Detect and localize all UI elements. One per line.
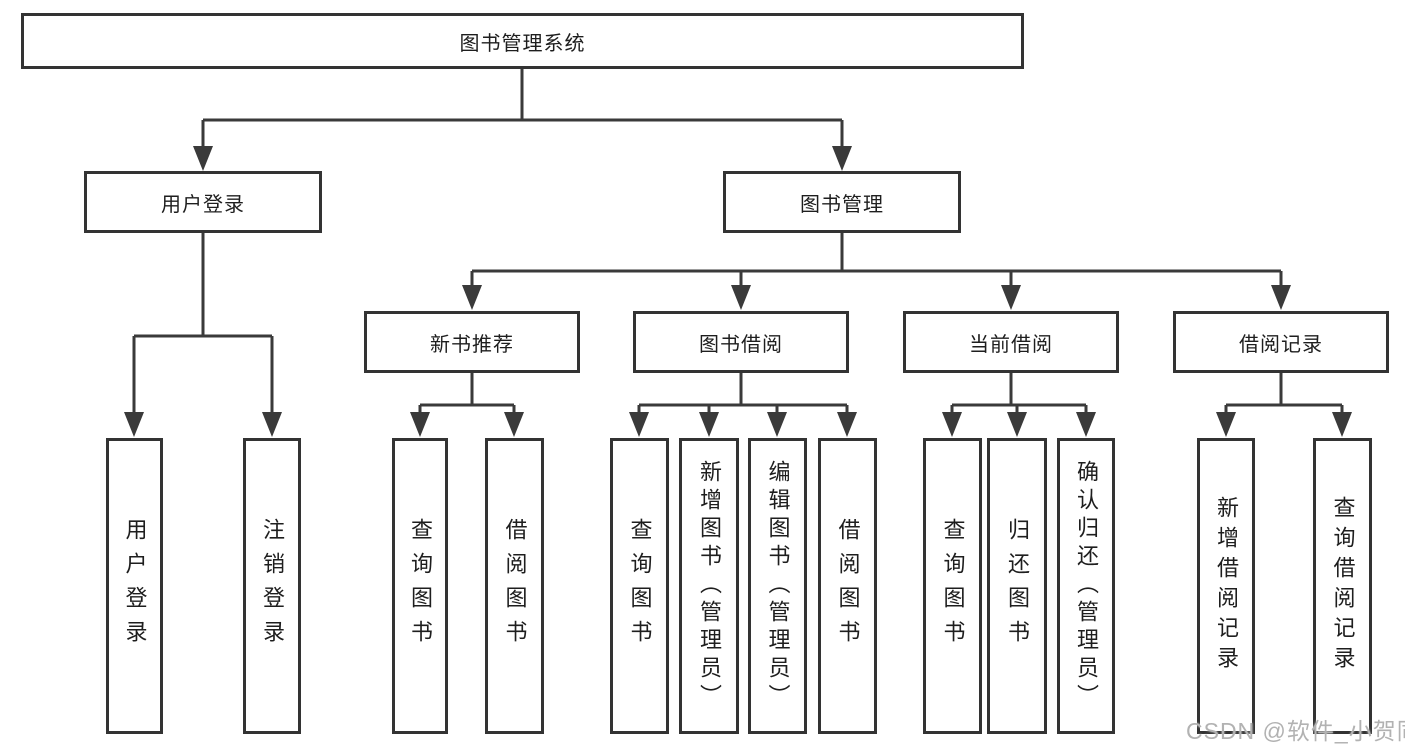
leaf-return-books: 归还图书: [987, 438, 1047, 734]
leaf-add-books-admin-label: 新增图书（管理员）: [697, 460, 722, 712]
leaf-query-borrow-record-label: 查询借阅记录: [1330, 496, 1356, 676]
leaf-user-login-label: 用户登录: [122, 518, 148, 654]
leaf-query-books-current-label: 查询图书: [940, 518, 966, 654]
node-book-management-label: 图书管理: [800, 193, 884, 216]
leaf-borrow-books-recommend-label: 借阅图书: [502, 518, 528, 654]
leaf-add-borrow-record-label: 新增借阅记录: [1214, 496, 1239, 676]
arrowheads-borrowing-children: [629, 412, 857, 437]
leaf-borrow-books-borrowing-label: 借阅图书: [835, 518, 861, 654]
node-book-management: 图书管理: [723, 171, 961, 233]
node-new-book-recommendation: 新书推荐: [364, 311, 580, 373]
node-current-borrowing-label: 当前借阅: [969, 333, 1053, 356]
connector-user-login-children: [132, 233, 274, 416]
node-user-login: 用户登录: [84, 171, 322, 233]
leaf-confirm-return-admin-label: 确认归还（管理员）: [1074, 460, 1099, 712]
node-new-book-recommendation-label: 新书推荐: [430, 333, 514, 356]
leaf-edit-books-admin-label: 编辑图书（管理员）: [765, 460, 791, 712]
leaf-confirm-return-admin: 确认归还（管理员）: [1057, 438, 1115, 734]
leaf-return-books-label: 归还图书: [1005, 518, 1030, 654]
connector-root-to-level2: [201, 69, 844, 150]
connector-recommend-children: [418, 373, 516, 416]
node-system-root-label: 图书管理系统: [459, 32, 586, 55]
node-borrowing-records: 借阅记录: [1173, 311, 1389, 373]
leaf-query-borrow-record: 查询借阅记录: [1313, 438, 1372, 734]
leaf-borrow-books-recommend: 借阅图书: [485, 438, 544, 734]
connector-current-children: [950, 373, 1088, 416]
arrowheads-level3: [462, 285, 1291, 310]
leaf-borrow-books-borrowing: 借阅图书: [818, 438, 877, 734]
node-borrowing-records-label: 借阅记录: [1239, 333, 1323, 356]
arrowheads-current-children: [942, 412, 1096, 437]
node-system-root: 图书管理系统: [21, 13, 1024, 69]
connector-borrowing-children: [637, 373, 849, 416]
leaf-query-books-borrowing-label: 查询图书: [627, 518, 653, 654]
leaf-query-books-current: 查询图书: [923, 438, 982, 734]
leaf-logout-login-label: 注销登录: [260, 518, 285, 654]
leaf-logout-login: 注销登录: [243, 438, 301, 734]
leaf-query-books-borrowing: 查询图书: [610, 438, 669, 734]
csdn-watermark: CSDN @软件_小贺同学: [1186, 718, 1405, 744]
arrowheads-records-children: [1216, 412, 1352, 437]
node-user-login-label: 用户登录: [161, 193, 245, 216]
node-current-borrowing: 当前借阅: [903, 311, 1119, 373]
connector-records-children: [1224, 373, 1344, 416]
leaf-user-login: 用户登录: [106, 438, 163, 734]
leaf-query-books-recommend-label: 查询图书: [408, 518, 433, 654]
leaf-add-borrow-record: 新增借阅记录: [1197, 438, 1255, 734]
connector-book-management-children: [470, 233, 1283, 290]
node-book-borrowing: 图书借阅: [633, 311, 849, 373]
node-book-borrowing-label: 图书借阅: [699, 333, 783, 356]
leaf-add-books-admin: 新增图书（管理员）: [679, 438, 739, 734]
arrowheads-recommend-children: [410, 412, 524, 437]
arrowheads-user-login-children: [124, 412, 282, 437]
leaf-query-books-recommend: 查询图书: [392, 438, 448, 734]
arrowheads-level2: [193, 146, 852, 171]
leaf-edit-books-admin: 编辑图书（管理员）: [748, 438, 807, 734]
